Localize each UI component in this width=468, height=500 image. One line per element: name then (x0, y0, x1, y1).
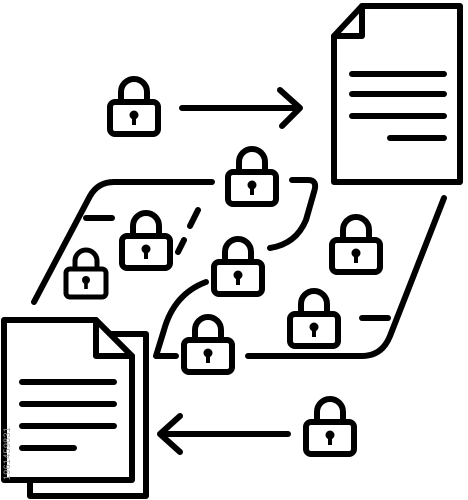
network-lock-icon (332, 217, 380, 272)
network-lock-icon (66, 250, 106, 297)
network-lock-icon (214, 239, 262, 294)
stock-id-watermark: 1961459831 (2, 426, 12, 480)
network-lock-icon (290, 291, 338, 346)
bottom-lock-icon (306, 399, 354, 454)
network-lock-icon (122, 213, 170, 268)
top-lock-icon (110, 79, 158, 134)
network-lock-icon (228, 149, 276, 204)
destination-document-icon (331, 3, 463, 185)
arrow-right-icon (179, 87, 303, 129)
network-outline (31, 177, 447, 359)
arrow-left-icon (157, 413, 291, 455)
source-documents-icon (1, 317, 149, 499)
network-lock-icon (184, 317, 232, 372)
